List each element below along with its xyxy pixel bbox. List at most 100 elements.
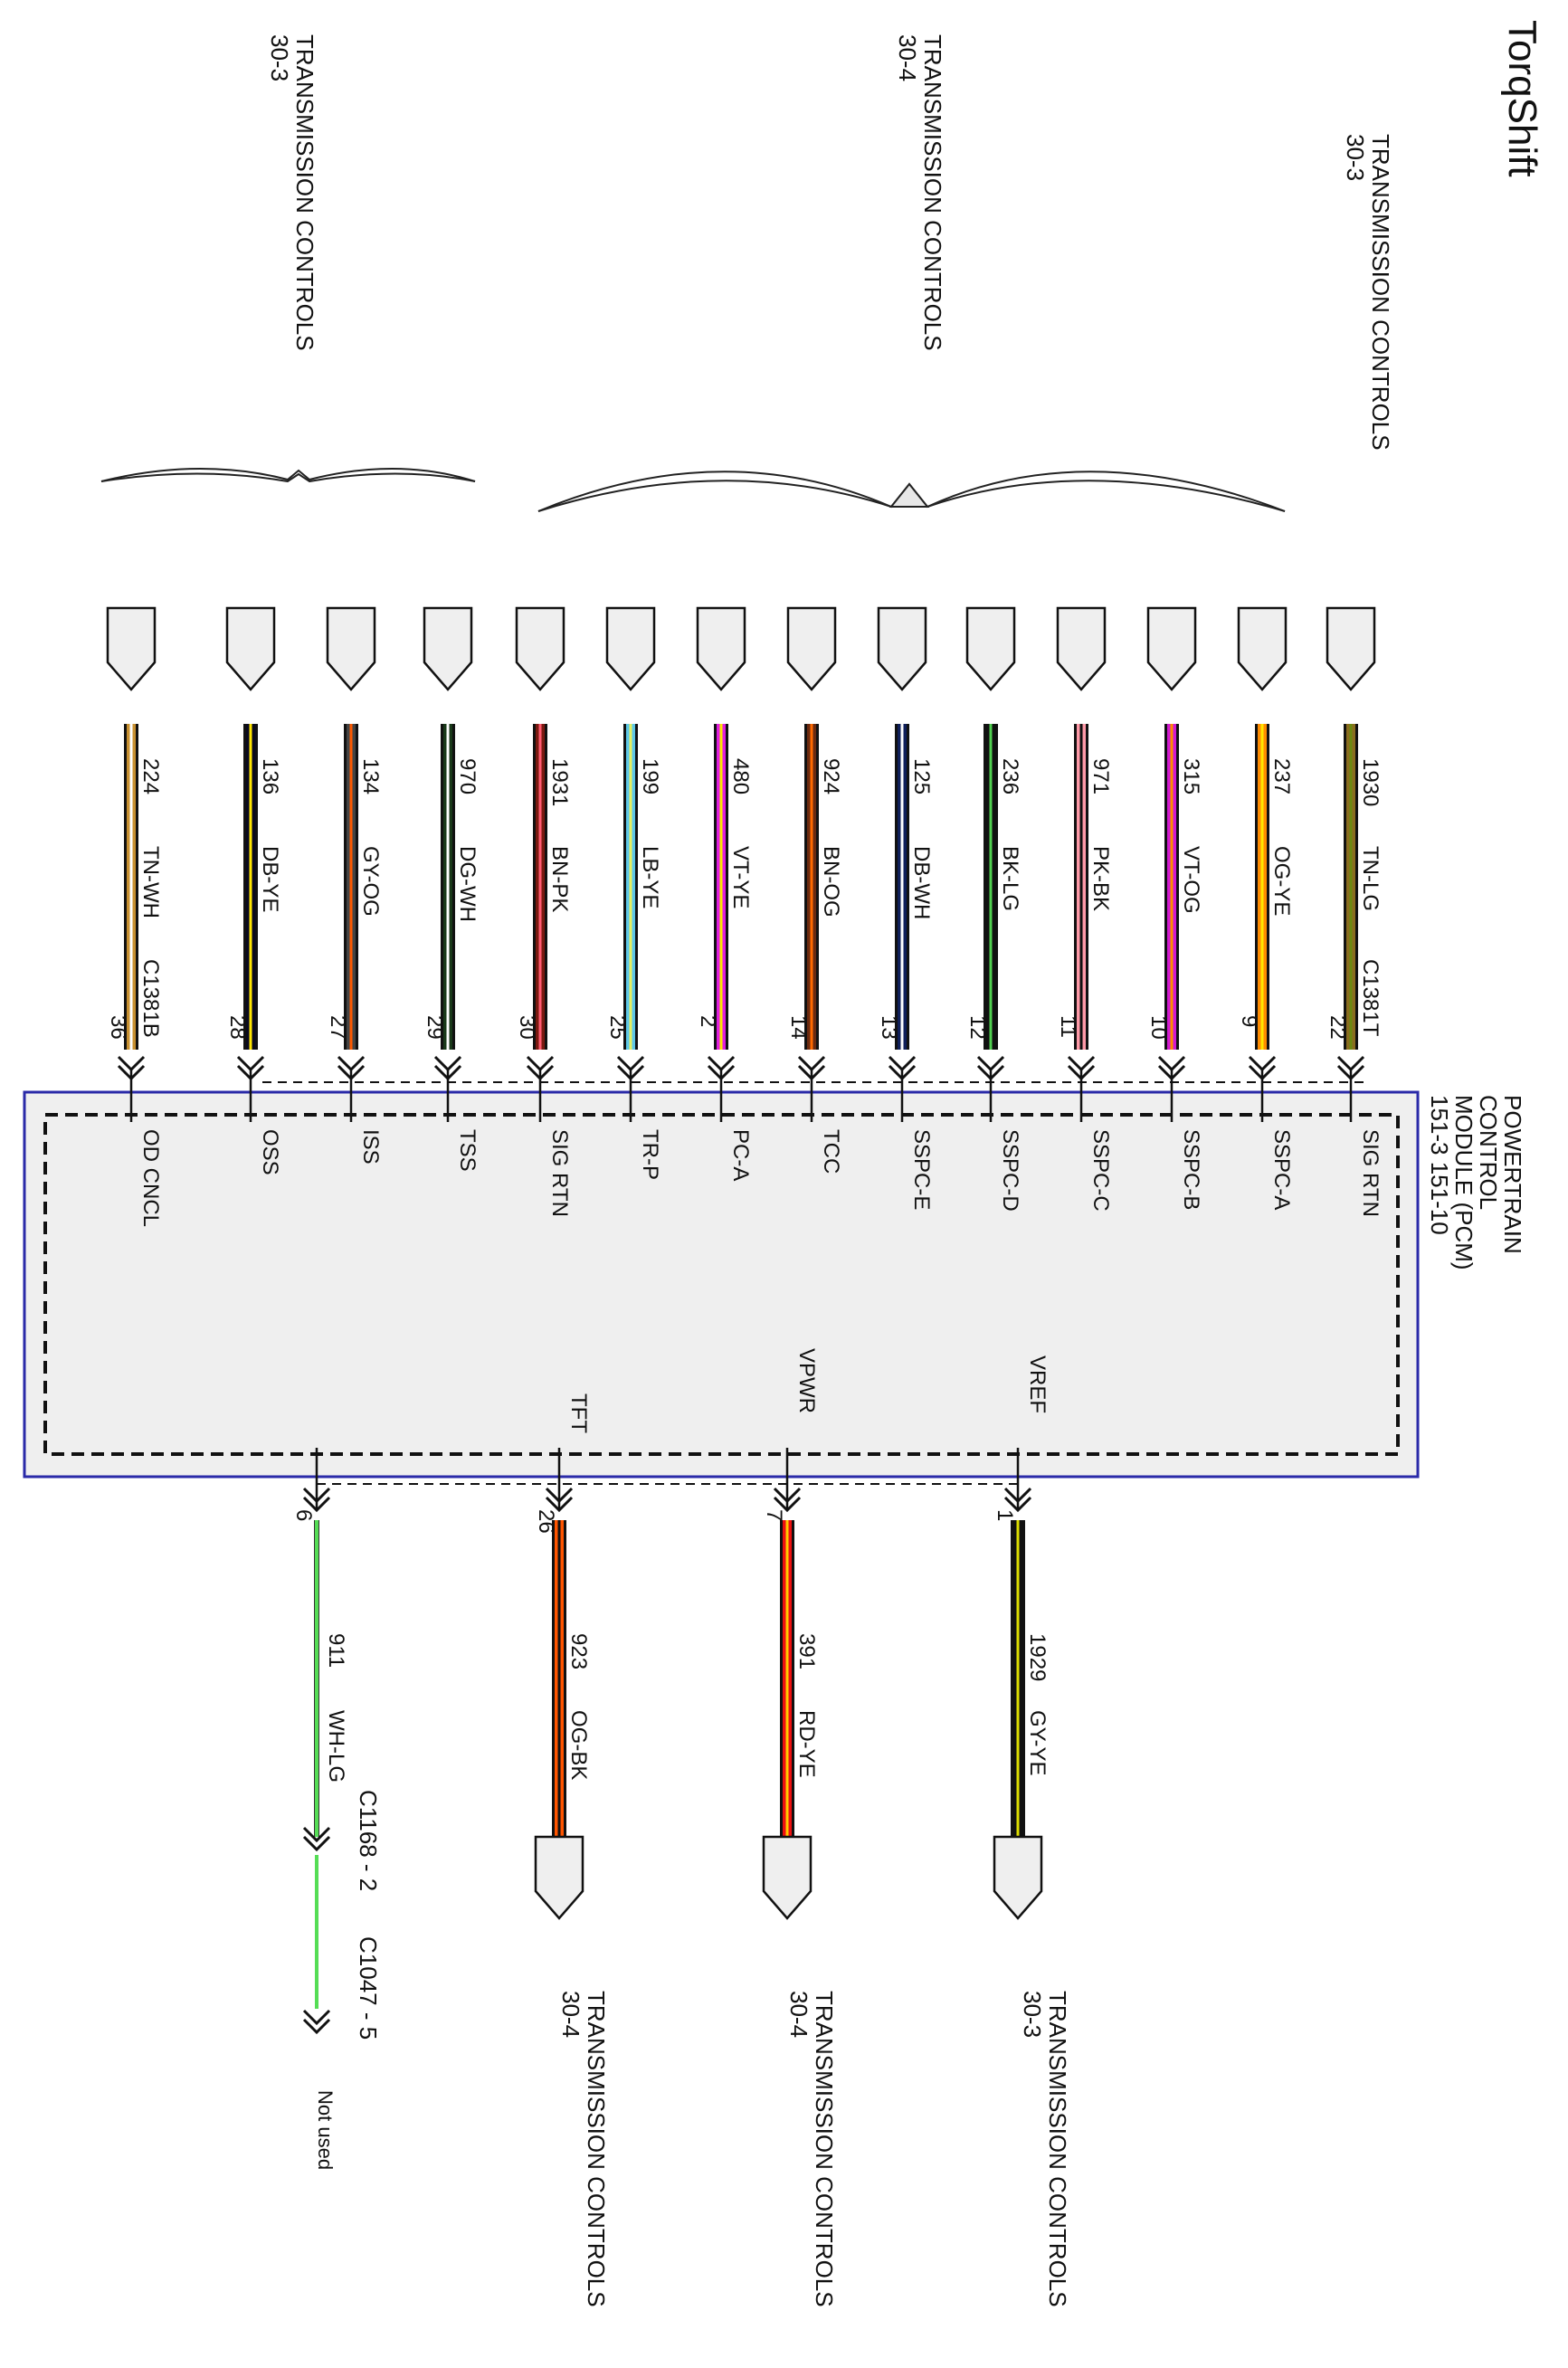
top-wire-14-color-code: BN-OG — [819, 846, 843, 918]
top-wire-36-signal: OD CNCL — [138, 1129, 163, 1227]
pcm-module-label: POWERTRAIN CONTROL MODULE (PCM) 151-3 15… — [1426, 1095, 1526, 1270]
diagram-title: TorqShift — [1500, 20, 1544, 177]
top-wire-11-connector-icon — [1056, 606, 1107, 691]
top-wire-12-connector-icon — [965, 606, 1016, 691]
bottom-wire-7-pin-icon-2 — [773, 1496, 802, 1513]
bottom-wire-6-pin-icon — [302, 1487, 331, 1504]
top-wire-36-pin-icon — [117, 1055, 146, 1072]
top-wire-29-circuit: 970 — [455, 758, 480, 794]
top-wire-28-pin-icon — [236, 1055, 265, 1072]
top-wire-29-color-code: DG-WH — [455, 846, 480, 922]
top-wire-14-pin: 14 — [786, 1015, 811, 1040]
bottom-wire-7-connector-icon — [762, 1835, 813, 1920]
top-wire-14-connector-icon — [786, 606, 837, 691]
top-wire-27-circuit: 134 — [358, 758, 383, 794]
bottom-wire-7-pin: 7 — [762, 1509, 786, 1521]
top-wire-2-pin-icon — [707, 1055, 736, 1072]
top-wire-27-pin: 27 — [326, 1015, 350, 1040]
top-wire-25-connector-icon — [605, 606, 656, 691]
top-wire-10-wire-stripe — [1170, 724, 1174, 1050]
top-wire-36-connector-icon — [106, 606, 157, 691]
top-wire-36-color-code: TN-WH — [138, 846, 163, 918]
top-wire-9-pin: 9 — [1237, 1015, 1261, 1027]
top-wire-2-color-code: VT-YE — [728, 846, 753, 908]
bottom-wire-6-splice-icon-2-2 — [302, 2018, 331, 2035]
top-wire-29-connector-icon — [423, 606, 473, 691]
top-wire-12-signal: SSPC-D — [998, 1129, 1022, 1212]
bottom-wire-26-wire-stripe — [557, 1520, 561, 1837]
bottom-wire-7-color-code: RD-YE — [794, 1710, 819, 1778]
top-wire-22-circuit: 1930 — [1358, 758, 1383, 806]
top-wire-10-signal: SSPC-B — [1179, 1129, 1203, 1210]
top-wire-22-color-code: TN-LG — [1358, 846, 1383, 911]
top-wire-29-wire-stripe — [446, 724, 450, 1050]
top-wire-28-pin: 28 — [225, 1015, 250, 1040]
bottom-wire-6-pin: 6 — [291, 1509, 316, 1521]
top-wire-22-signal: SIG RTN — [1358, 1129, 1383, 1217]
top-wire-22-connector-icon — [1326, 606, 1376, 691]
top-wire-11-color-code: PK-BK — [1088, 846, 1113, 911]
top-wire-12-color-code: BK-LG — [998, 846, 1022, 911]
bottom-wire-6-splice-icon-1 — [302, 1826, 331, 1843]
top-wire-22-connector: C1381T — [1358, 959, 1383, 1037]
top-wire-36-connector: C1381B — [138, 959, 163, 1038]
svg-text:30-4: 30-4 — [557, 1991, 584, 2038]
bottom-wires: 1VREF1929GY-YE7VPWR391RD-YE26TFT923OG-BK… — [291, 1348, 1050, 2035]
bottom-wire-1-connector-icon — [993, 1835, 1043, 1920]
brace-middle — [537, 471, 1286, 512]
top-wire-14-pin-icon — [797, 1055, 826, 1072]
top-wire-25-color-code: LB-YE — [638, 846, 662, 908]
svg-text:30-4: 30-4 — [785, 1991, 813, 2038]
ref-bottom-vpwr: TRANSMISSION CONTROLS 30-4 — [785, 1991, 838, 2307]
bottom-wire-6-wire-2 — [315, 1855, 318, 2009]
top-wire-9-pin-icon — [1248, 1055, 1277, 1072]
top-wire-11-wire-stripe — [1079, 724, 1083, 1050]
top-wire-14-wire-stripe — [810, 724, 813, 1050]
pcm-module-inner — [43, 1113, 1400, 1456]
top-wire-12-pin: 12 — [965, 1015, 990, 1040]
top-wire-13-wire-stripe — [900, 724, 904, 1050]
top-wire-27-wire-stripe — [349, 724, 353, 1050]
ref-top-left: TRANSMISSION CONTROLS 30-3 — [266, 34, 318, 351]
svg-text:TRANSMISSION CONTROLS: TRANSMISSION CONTROLS — [811, 1991, 838, 2307]
brace-left — [100, 467, 476, 483]
top-wire-27-connector-icon — [326, 606, 376, 691]
svg-text:TRANSMISSION CONTROLS: TRANSMISSION CONTROLS — [1044, 1991, 1071, 2307]
top-wire-13-pin-icon — [888, 1055, 917, 1072]
top-wire-30-wire-stripe — [538, 724, 542, 1050]
top-wire-2-wire-stripe — [719, 724, 723, 1050]
svg-text:TRANSMISSION CONTROLS: TRANSMISSION CONTROLS — [583, 1991, 610, 2307]
bottom-wire-7-signal: VPWR — [794, 1348, 819, 1413]
bottom-wire-6-circuit: 911 — [324, 1633, 348, 1668]
top-wire-2-connector-icon — [696, 606, 746, 691]
top-wire-9-connector-icon — [1237, 606, 1288, 691]
top-wire-14-signal: TCC — [819, 1129, 843, 1174]
top-wire-29-signal: TSS — [455, 1129, 480, 1172]
bottom-wire-7-wire-stripe — [785, 1520, 789, 1837]
bottom-wire-26-circuit: 923 — [566, 1633, 591, 1669]
bottom-wire-26-pin-icon — [545, 1487, 574, 1504]
pcm-module-box — [23, 1090, 1420, 1479]
svg-text:MODULE (PCM): MODULE (PCM) — [1450, 1095, 1478, 1270]
top-wire-2-signal: PC-A — [728, 1129, 753, 1181]
ref-top-middle: TRANSMISSION CONTROLS 30-4 — [894, 34, 946, 351]
top-wire-11-pin: 11 — [1056, 1015, 1080, 1038]
top-wire-30-connector-icon — [515, 606, 565, 691]
ref-top-right: TRANSMISSION CONTROLS 30-3 — [1342, 134, 1394, 451]
splice-connector-2: C1047 - 5 — [355, 1936, 382, 2040]
top-wire-10-pin-icon — [1157, 1055, 1186, 1072]
top-wire-11-signal: SSPC-C — [1088, 1129, 1113, 1212]
top-wire-11-pin-icon — [1067, 1055, 1096, 1072]
top-wire-30-pin: 30 — [515, 1015, 539, 1040]
top-wire-36-pin: 36 — [106, 1015, 130, 1040]
bottom-wire-6-color-code: WH-LG — [324, 1710, 348, 1783]
